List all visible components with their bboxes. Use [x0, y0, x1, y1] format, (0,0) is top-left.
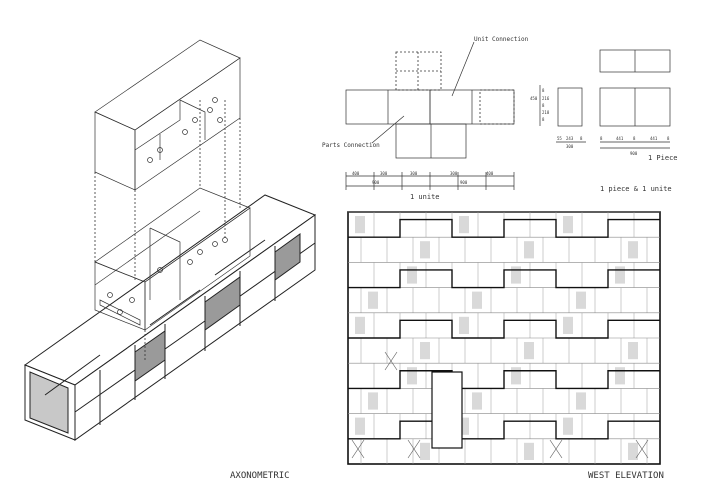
svg-text:8: 8 — [633, 136, 636, 141]
axonometric-drawing — [23, 39, 317, 441]
piece-and-unite-label: 1 piece & 1 unite — [600, 185, 672, 193]
svg-text:441: 441 — [616, 136, 624, 141]
svg-text:216: 216 — [542, 96, 550, 101]
svg-text:243: 243 — [566, 136, 574, 141]
piece-and-unite-diagram — [599, 49, 671, 73]
svg-text:900: 900 — [372, 180, 380, 185]
svg-text:300: 300 — [380, 171, 388, 176]
svg-text:55: 55 — [557, 136, 562, 141]
unite-dimensions: 400 300 300 300 400 900 900 — [352, 171, 494, 185]
unit-connection-label: Unit Connection — [474, 36, 529, 43]
svg-text:300: 300 — [410, 171, 418, 176]
parts-connection-label: Parts Connection — [322, 142, 380, 149]
svg-text:8: 8 — [580, 136, 583, 141]
svg-text:8: 8 — [667, 136, 670, 141]
west-elevation-label: WEST ELEVATION — [588, 471, 664, 481]
west-elevation-drawing — [347, 211, 661, 465]
connection-diagram — [345, 41, 515, 190]
vertical-dimension: 450 8 216 8 218 8 — [530, 85, 550, 126]
one-piece-diagram: 55 243 8 300 8 441 8 441 8 900 — [556, 87, 671, 156]
svg-text:8: 8 — [542, 117, 545, 122]
svg-text:218: 218 — [542, 110, 550, 115]
svg-text:8: 8 — [600, 136, 603, 141]
svg-text:450: 450 — [530, 96, 538, 101]
svg-text:900: 900 — [630, 151, 638, 156]
one-piece-label: 1 Piece — [648, 154, 678, 162]
svg-text:400: 400 — [352, 171, 360, 176]
one-unite-label: 1 unite — [410, 193, 440, 201]
svg-text:900: 900 — [460, 180, 468, 185]
svg-text:300: 300 — [450, 171, 458, 176]
svg-text:300: 300 — [566, 144, 574, 149]
svg-text:400: 400 — [486, 171, 494, 176]
axonometric-label: AXONOMETRIC — [230, 471, 290, 481]
svg-text:8: 8 — [542, 103, 545, 108]
svg-text:441: 441 — [650, 136, 658, 141]
svg-text:8: 8 — [542, 88, 545, 93]
